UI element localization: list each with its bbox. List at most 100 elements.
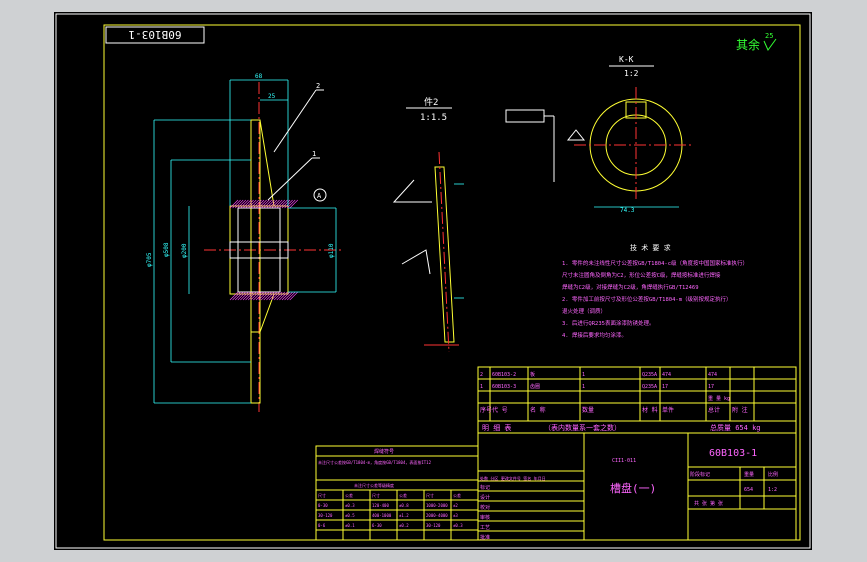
bom-cell: 板 <box>530 371 535 378</box>
hatch-line <box>284 291 293 301</box>
scale-label: 比例 <box>768 471 778 478</box>
main-view: 68 25 φ705 φ508 φ200 φ110 2 1 A <box>146 73 344 412</box>
tech-line: 焊缝为C2级，对接焊缝为C2级，角焊缝执行GB/T12469 <box>562 283 699 291</box>
tol-header-cell: 尺寸 <box>426 492 434 498</box>
bom-weight-head: 重 量 kg <box>708 395 730 402</box>
hatch-line <box>229 199 239 209</box>
hatch-line <box>245 291 254 301</box>
tol-cell: ±0.3 <box>345 503 355 508</box>
title-row-label: 工艺 <box>480 525 490 531</box>
hatch-line <box>268 291 278 301</box>
tol-cell: ±0.3 <box>453 523 463 528</box>
stage-label: 阶段标记 <box>690 471 710 478</box>
tol-cell: 6-30 <box>372 523 382 528</box>
hatch-line <box>276 291 286 301</box>
hatch-line <box>245 199 254 209</box>
dim-phi-bore: φ110 <box>328 243 335 258</box>
bom-cell: 2 <box>480 372 483 378</box>
tech-line: 3. 后进行QR235表面涂漆防锈处理。 <box>562 319 655 327</box>
cad-drawing: 60B103-1 其余 25 68 25 φ705 φ508 φ <box>55 13 811 549</box>
bom-cell: Q235A <box>642 384 657 390</box>
tol-header-cell: 公差 <box>453 492 461 498</box>
bom-total-weight: 总质量 654 kg <box>710 423 761 432</box>
hatch-line <box>232 199 241 209</box>
hatch-line <box>232 291 241 301</box>
tol-cell: ±0.2 <box>399 523 409 528</box>
hatch-line <box>289 291 299 301</box>
weight-label: 重量 <box>744 471 754 478</box>
hatch-line <box>250 291 260 301</box>
bom-cell: 1 <box>480 384 483 390</box>
hatch-line <box>247 291 257 301</box>
dim-phi-outer: φ705 <box>146 252 153 267</box>
bom-cell: 1 <box>582 372 585 378</box>
weight-value: 654 <box>744 487 753 493</box>
rotated-code-box <box>105 26 205 44</box>
dim-angle: 74.3 <box>620 207 635 214</box>
hatch-line <box>281 291 291 301</box>
datum-circle <box>313 188 327 202</box>
tol-header-cell: 公差 <box>399 492 407 498</box>
hatch-line <box>234 199 244 209</box>
hatch-line <box>253 199 262 209</box>
title-row-label: 标记 <box>480 484 490 491</box>
bom-cell: 60B103-3 <box>492 384 516 390</box>
title-row-label: 设计 <box>480 494 490 501</box>
title-row-label: 审核 <box>480 514 490 521</box>
hatch-line <box>260 199 270 209</box>
tol-cell: ±0.8 <box>399 503 409 508</box>
bom-header-cell: 代 号 <box>492 406 508 414</box>
tol-cell: ±2 <box>453 503 458 508</box>
tol-cell: 30-120 <box>318 513 333 518</box>
bom-header-cell: 材 料 <box>642 406 658 414</box>
hatch-line <box>273 291 283 301</box>
title-row-label: 校对 <box>480 504 490 511</box>
tech-line: 退火处理（调质） <box>562 307 606 315</box>
hatch-line <box>229 291 239 301</box>
hatch-line <box>260 291 270 301</box>
bom-cell: 474 <box>708 372 717 378</box>
tech-line: 尺寸未注圆角及倒角为C2，形位公差按C级，焊缝按标准进行焊接 <box>562 271 721 279</box>
hatch-line <box>263 199 273 209</box>
hatch-line <box>253 291 262 301</box>
tech-line: 4. 焊接后要求均匀涂漆。 <box>562 331 627 339</box>
hatch-line <box>240 199 249 209</box>
section-label: K-K <box>619 55 634 64</box>
bom-header-cell: 名 称 <box>530 406 546 414</box>
tol-note: 未注尺寸公差按GB/T1804-m，角度按GB/T1804，表面按IT12 <box>318 459 432 465</box>
hatch-line <box>266 199 275 209</box>
tol-title: 焊缝符号 <box>374 448 394 455</box>
bom-cell: 60B103-2 <box>492 372 516 378</box>
bom-cell: 齿圈 <box>530 384 540 390</box>
hatch-line <box>250 199 260 209</box>
tol-header-cell: 公差 <box>345 492 353 498</box>
bom-cell: 1 <box>582 384 585 390</box>
part-scale: 1:1.5 <box>420 113 447 123</box>
hatch-line <box>284 199 293 209</box>
bom-detail-note: （表内数量系一套之数） <box>544 423 621 432</box>
hatch-line <box>247 199 257 209</box>
roughness-value: 25 <box>765 32 773 40</box>
hatch-line <box>258 291 267 301</box>
hatch-line <box>234 291 244 301</box>
balloon-1: 1 <box>312 150 316 158</box>
part-label: 件2 <box>424 96 438 108</box>
section-kk: K-K 1:2 74.3 <box>505 55 694 214</box>
title-row-label: 批准 <box>480 534 490 541</box>
tol-cell: 30-120 <box>426 523 441 528</box>
hatch-line <box>263 291 273 301</box>
tol-header-cell: 尺寸 <box>372 492 380 498</box>
bom-cell: 17 <box>662 384 668 390</box>
title-small-note: CII1-011 <box>612 458 636 464</box>
hatch-line <box>266 291 275 301</box>
hatch-line <box>289 199 299 209</box>
section-scale: 1:2 <box>624 69 639 78</box>
roughness-note: 其余 <box>736 37 760 52</box>
inner-frame <box>103 24 801 541</box>
dim-top: 68 <box>255 73 263 80</box>
drawing-canvas[interactable]: 60B103-1 其余 25 68 25 φ705 φ508 φ <box>54 12 812 550</box>
row-head: 处数 分区 更改文件号 签名 年月日 <box>480 475 546 481</box>
tol-cell: ±0.1 <box>345 523 355 528</box>
title-block: CII1-011 60B103-1 槽盘(一) 阶段标记 重量 比例 654 1… <box>477 432 797 541</box>
